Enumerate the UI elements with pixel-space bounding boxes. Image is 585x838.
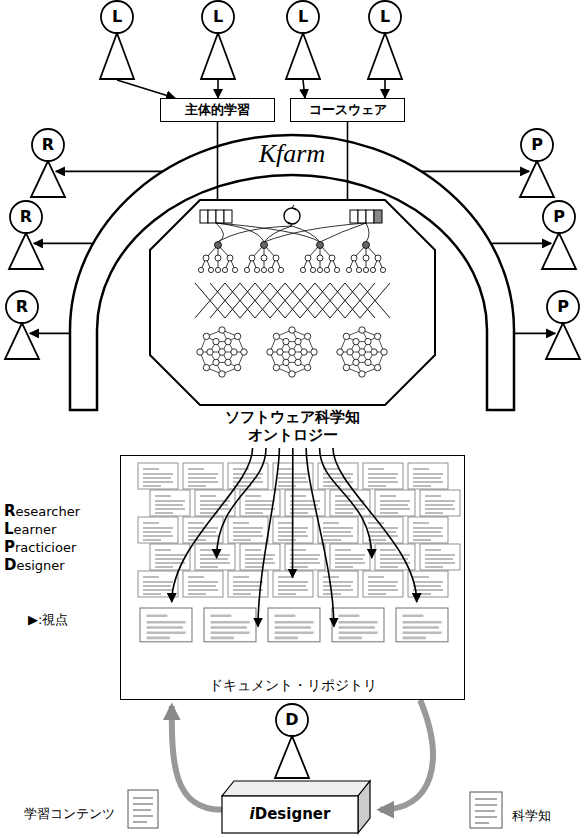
connector-fan [172, 448, 417, 627]
shape [222, 781, 370, 796]
person-letter: L [200, 1, 236, 33]
connector [217, 122, 219, 200]
person-icon: R [4, 290, 40, 360]
shape [358, 781, 370, 833]
connector [172, 448, 253, 602]
connector [333, 448, 417, 602]
shape [542, 233, 576, 269]
person-icon: R [30, 128, 66, 198]
person-letter: D [274, 704, 310, 736]
legend-text: Researcher [4, 503, 80, 520]
flow-arrow [380, 700, 433, 810]
shape [5, 323, 39, 359]
shape [70, 135, 514, 410]
shape [520, 161, 554, 197]
person-letter: R [4, 291, 40, 323]
shape [546, 323, 580, 359]
tool-box: iDesigner [222, 780, 372, 834]
legend-text: Practicioer [4, 539, 76, 556]
connector [217, 80, 219, 98]
artifact-label: 科学知 [512, 808, 551, 824]
person-letter: L [99, 1, 135, 33]
person-icon: P [541, 200, 577, 270]
connector [384, 80, 386, 98]
person-letter: P [519, 129, 555, 161]
connector [491, 243, 551, 245]
person-icon: L [200, 0, 236, 80]
connector [30, 333, 70, 335]
person-icon: L [367, 0, 403, 80]
connector [303, 80, 305, 98]
connector [34, 243, 93, 245]
person-icon: P [519, 128, 555, 198]
tool-name: iDesigner [222, 796, 358, 833]
connector [514, 333, 555, 335]
process-box: 主体的学習 [160, 98, 275, 122]
legend-text: Learner [4, 521, 56, 538]
artifact-label: 学習コンテンツ [24, 806, 115, 822]
shape [275, 736, 309, 778]
shape [201, 33, 235, 79]
connector [347, 122, 349, 200]
connector [421, 171, 529, 173]
person-letter: L [367, 1, 403, 33]
shape [150, 200, 435, 405]
flow-arrow [172, 706, 222, 810]
ontology-title: ソフトウェア科学知 オントロジー [218, 408, 368, 444]
platform-name: Kfarm [70, 139, 514, 169]
shape [286, 33, 320, 79]
connector [292, 448, 294, 578]
shape [222, 796, 358, 833]
platform-band: Kfarmソフトウェア科学知 オントロジー [70, 135, 514, 410]
connector [258, 448, 279, 627]
person-icon: L [285, 0, 321, 80]
repository-box: ドキュメント・リポジトリ [120, 455, 465, 700]
ontology-octagon: ソフトウェア科学知 オントロジー [150, 200, 435, 448]
box-text: 主体的学習 [161, 99, 274, 120]
repository-caption: ドキュメント・リポジトリ [121, 676, 464, 694]
legend-text: Designer [4, 557, 65, 574]
person-letter: R [8, 201, 44, 233]
note-text: ▶:視点 [28, 612, 68, 628]
connector [117, 80, 175, 98]
person-icon: P [545, 290, 581, 360]
person-letter: L [285, 1, 321, 33]
connector [217, 448, 266, 558]
shape [31, 161, 65, 197]
process-box: コースウェア [290, 98, 405, 122]
person-letter: P [545, 291, 581, 323]
person-icon: R [8, 200, 44, 270]
connector [56, 171, 163, 173]
shape [9, 233, 43, 269]
person-icon: D [274, 703, 310, 779]
person-icon: L [99, 0, 135, 80]
person-letter: P [541, 201, 577, 233]
connector [306, 448, 334, 627]
box-text: コースウェア [291, 99, 404, 120]
node-outline [70, 135, 514, 410]
person-letter: R [30, 129, 66, 161]
shape [100, 33, 134, 79]
shape [368, 33, 402, 79]
